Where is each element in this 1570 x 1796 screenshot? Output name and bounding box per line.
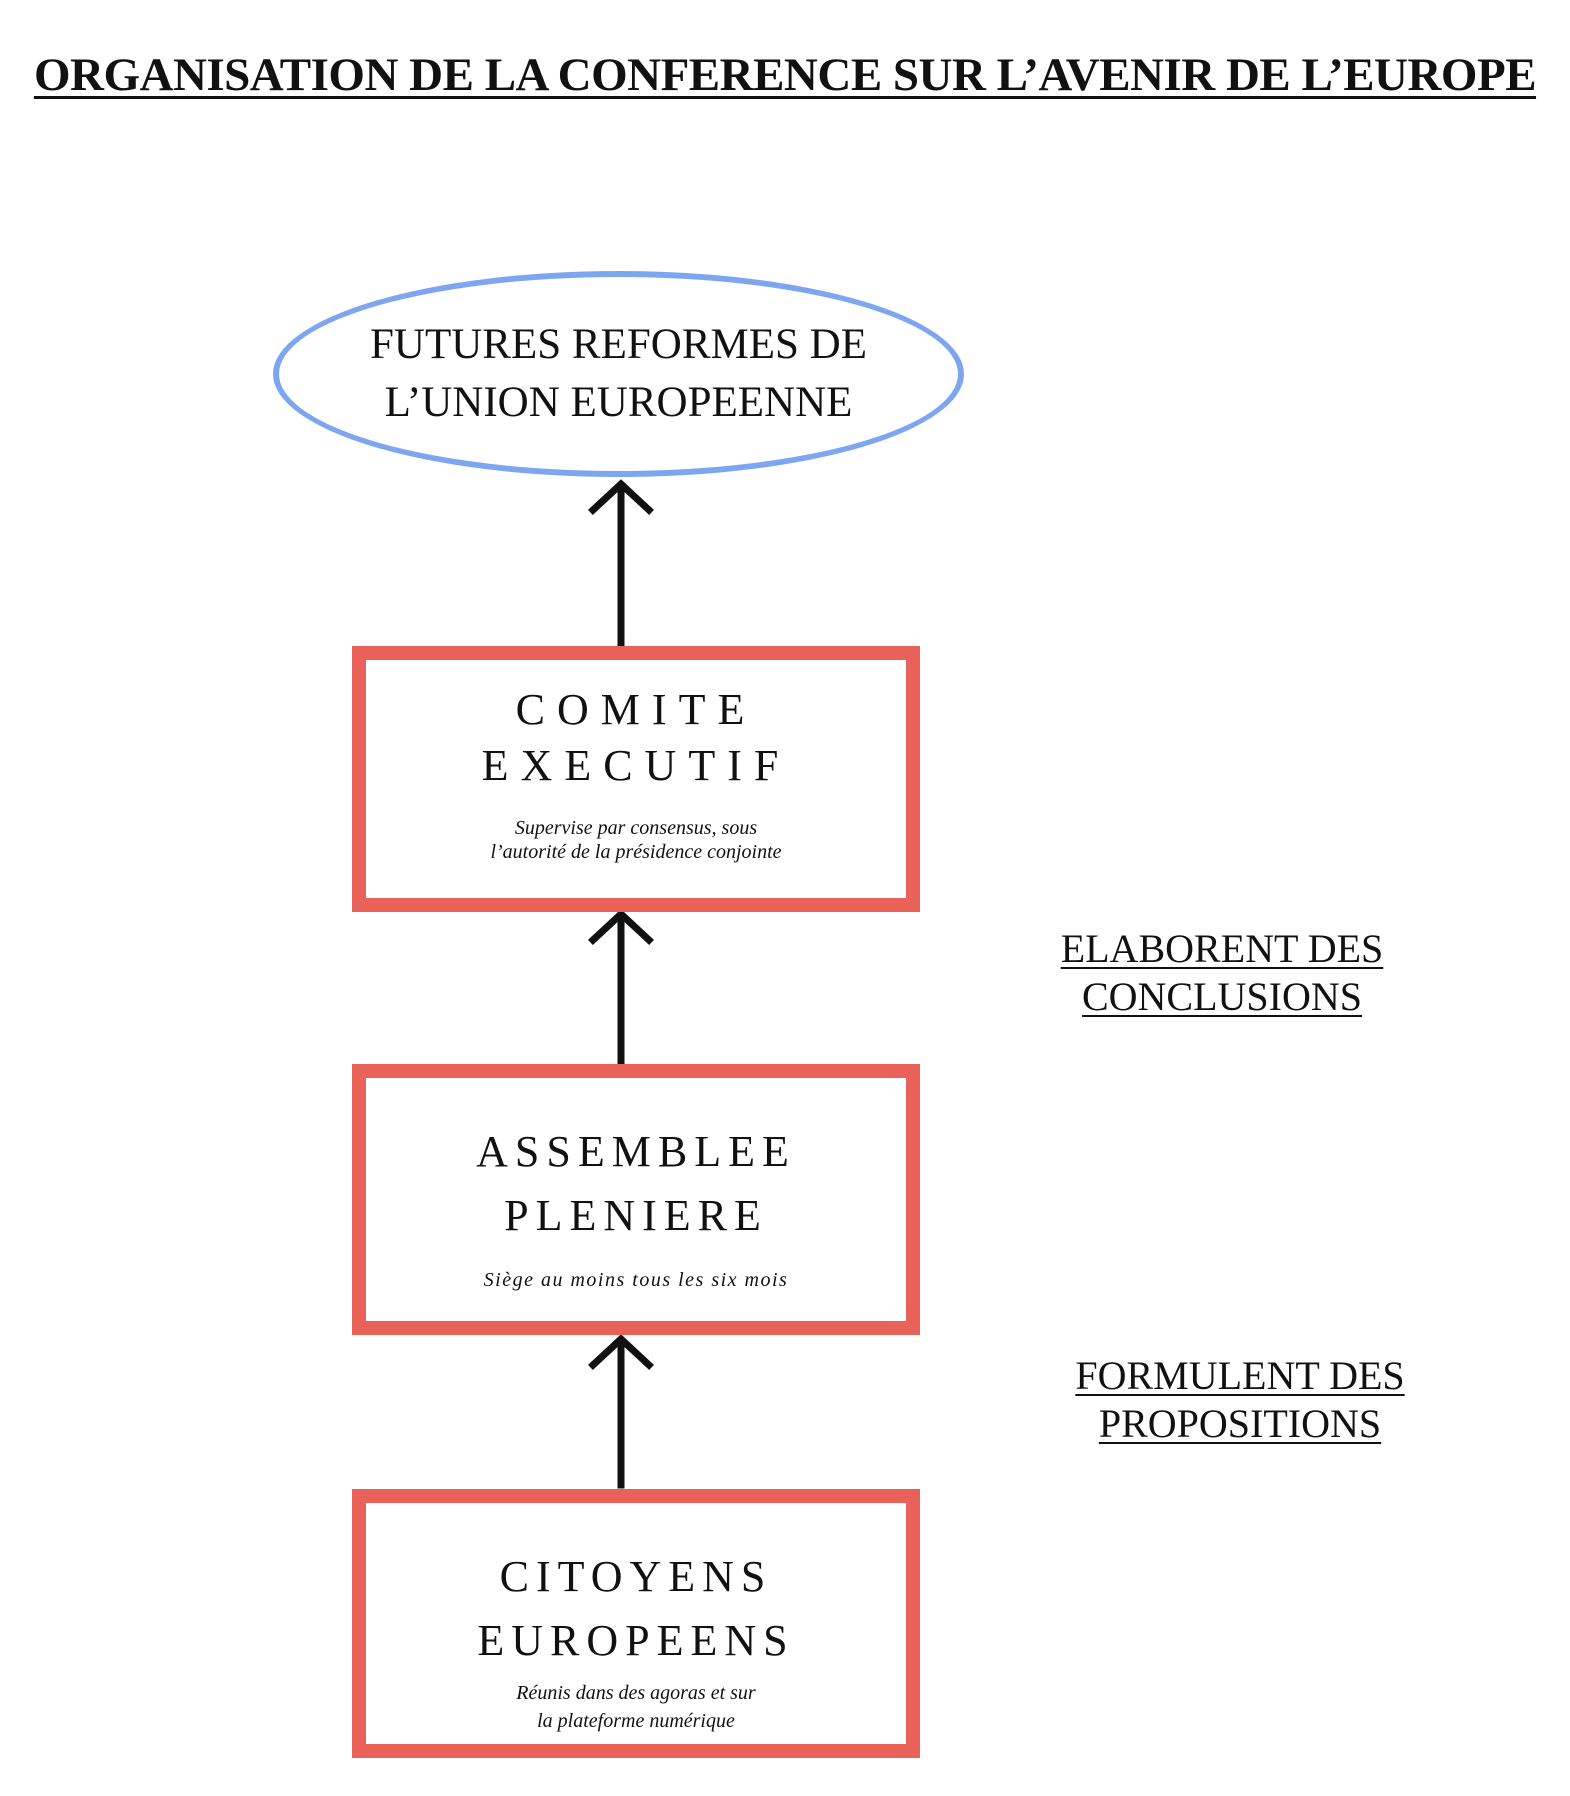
side-label-line-1: ELABORENT DES bbox=[1060, 926, 1384, 971]
box-title-line-2: EXECUTIF bbox=[481, 741, 791, 790]
box-title-line-1: CITOYENS bbox=[499, 1552, 773, 1601]
box-subtitle: Siège au moins tous les six mois bbox=[483, 1269, 789, 1291]
page-title: ORGANISATION DE LA CONFERENCE SUR L’AVEN… bbox=[33, 49, 1537, 101]
box-title-line-2: PLENIERE bbox=[504, 1191, 768, 1240]
box-subtitle-line-2: l’autorité de la présidence conjointe bbox=[490, 841, 782, 863]
arrow-up-icon bbox=[588, 909, 654, 1066]
comite-executif-box: COMITE EXECUTIF Supervise par consensus,… bbox=[352, 646, 920, 912]
side-label-line-2: CONCLUSIONS bbox=[1081, 974, 1363, 1019]
goal-line-1: FUTURES REFORMES DE bbox=[370, 321, 867, 368]
arrow-up-icon bbox=[588, 479, 654, 647]
box-title-line-2: EUROPEENS bbox=[477, 1616, 795, 1665]
goal-line-2: L’UNION EUROPEENNE bbox=[384, 379, 853, 426]
box-title-line-1: COMITE bbox=[515, 685, 757, 734]
citoyens-europeens-box: CITOYENS EUROPEENS Réunis dans des agora… bbox=[352, 1489, 920, 1758]
box-title-line-1: ASSEMBLEE bbox=[476, 1127, 796, 1176]
box-subtitle-line-2: la plateforme numérique bbox=[537, 1710, 735, 1732]
arrow-up-icon bbox=[588, 1334, 654, 1489]
box-subtitle-line-1: Supervise par consensus, sous bbox=[514, 817, 758, 839]
box-subtitle-line-1: Réunis dans des agoras et sur bbox=[516, 1682, 756, 1704]
side-label-propositions: FORMULENT DES PROPOSITIONS bbox=[1040, 1352, 1440, 1448]
side-label-conclusions: ELABORENT DES CONCLUSIONS bbox=[1022, 925, 1422, 1021]
side-label-line-1: FORMULENT DES bbox=[1075, 1353, 1405, 1398]
goal-ellipse: FUTURES REFORMES DE L’UNION EUROPEENNE bbox=[273, 271, 964, 477]
assemblee-pleniere-box: ASSEMBLEE PLENIERE Siège au moins tous l… bbox=[352, 1064, 920, 1335]
side-label-line-2: PROPOSITIONS bbox=[1098, 1401, 1382, 1446]
